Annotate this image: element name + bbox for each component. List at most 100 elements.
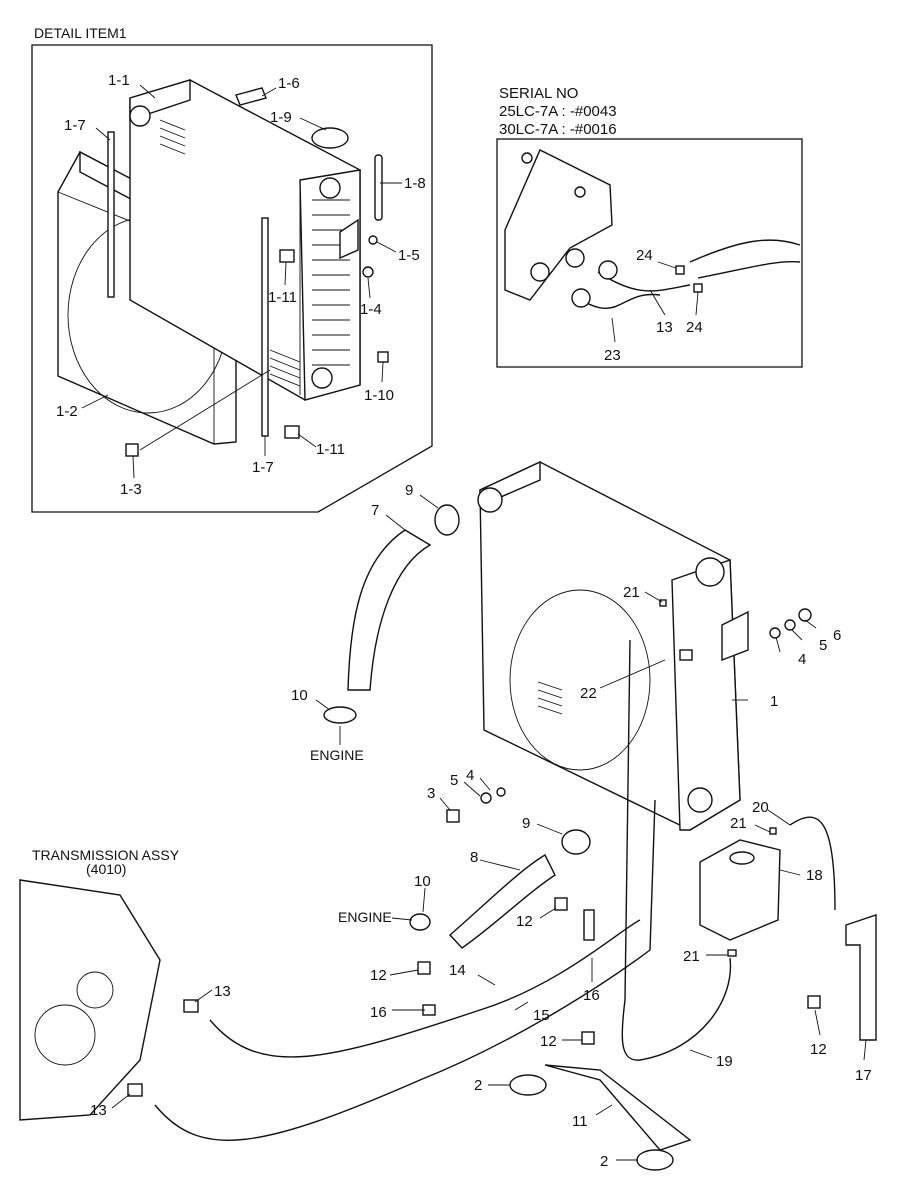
washer-icon — [362, 266, 374, 278]
label-6: 6 — [833, 627, 841, 644]
label-8: 8 — [470, 849, 478, 866]
bracket-icon — [544, 1064, 692, 1151]
fan-guard-icon — [107, 131, 115, 298]
label-12-c: 12 — [370, 967, 387, 984]
main-assembly: 9 7 21 6 5 4 1 22 10 4 5 3 9 21 20 18 8 … — [19, 460, 877, 1171]
clamp-icon — [693, 283, 703, 293]
label-1-3: 1-3 — [120, 481, 142, 498]
pressure-cap-icon — [311, 127, 349, 149]
serial-line1: 25LC-7A : -#0043 — [499, 103, 617, 120]
transmission-code: (4010) — [86, 861, 126, 877]
reserve-tank-icon — [699, 839, 781, 941]
serial-frame — [496, 138, 803, 368]
fitting-icon — [571, 288, 591, 308]
label-17: 17 — [855, 1067, 872, 1084]
oil-cooler-line-icon — [209, 919, 641, 1058]
detail-item1-panel: DETAIL ITEM1 — [31, 25, 433, 513]
label-13-lower: 13 — [90, 1102, 107, 1119]
label-14: 14 — [449, 962, 466, 979]
label-19: 19 — [716, 1053, 733, 1070]
label-16-right: 16 — [583, 987, 600, 1004]
label-18: 18 — [806, 867, 823, 884]
washer-icon — [496, 787, 506, 797]
label-23: 23 — [604, 347, 621, 364]
bolt-icon — [554, 897, 568, 911]
label-21-top: 21 — [623, 584, 640, 601]
fitting-icon — [679, 649, 693, 661]
label-4-right: 4 — [798, 651, 806, 668]
fan-guard-icon — [261, 217, 269, 437]
fitting-icon — [183, 999, 199, 1013]
label-13-upper: 13 — [214, 983, 231, 1000]
label-3: 3 — [427, 785, 435, 802]
bolt-icon — [125, 443, 139, 457]
label-20: 20 — [752, 799, 769, 816]
clamp-icon — [434, 504, 460, 536]
clamp-icon — [769, 827, 777, 835]
rubber-mount-icon — [509, 1074, 547, 1096]
label-1-4: 1-4 — [360, 301, 382, 318]
label-1-7-bottom: 1-7 — [252, 459, 274, 476]
label-24-b: 24 — [686, 319, 703, 336]
oil-cooler-line-icon — [597, 271, 691, 292]
label-21-mid: 21 — [730, 815, 747, 832]
clamp-icon — [583, 909, 595, 941]
label-1: 1 — [770, 693, 778, 710]
rubber-mount-icon — [636, 1149, 674, 1171]
bolt-icon — [417, 961, 431, 975]
label-16-left: 16 — [370, 1004, 387, 1021]
label-1-2: 1-2 — [56, 403, 78, 420]
main-leaders — [111, 494, 867, 1161]
label-9-mid: 9 — [522, 815, 530, 832]
hose-icon — [789, 816, 836, 911]
transmission-housing-icon — [19, 879, 161, 1121]
label-1-11-bottom: 1-11 — [316, 441, 345, 458]
radiator-icon — [477, 460, 749, 831]
engine-label-upper: ENGINE — [310, 747, 364, 763]
washer-icon — [480, 792, 492, 804]
label-15: 15 — [533, 1007, 550, 1024]
bracket-icon — [339, 218, 359, 260]
label-plate-icon — [235, 87, 267, 106]
label-11: 11 — [572, 1113, 588, 1130]
transmission-housing-icon — [504, 149, 613, 301]
hose-icon — [347, 529, 432, 691]
hose-icon — [374, 154, 383, 221]
label-1-6: 1-6 — [278, 75, 300, 92]
detail-frame — [31, 44, 433, 513]
label-5-mid: 5 — [450, 772, 458, 789]
nut-icon — [368, 235, 378, 245]
clamp-icon — [675, 265, 685, 275]
engine-label-lower: ENGINE — [338, 909, 392, 925]
pressure-cap-icon — [695, 557, 725, 587]
label-22: 22 — [580, 685, 597, 702]
clamp-icon — [561, 829, 591, 855]
label-10-top: 10 — [291, 687, 308, 704]
label-1-8: 1-8 — [404, 175, 426, 192]
label-1-11-top: 1-11 — [268, 289, 297, 306]
washer-icon — [769, 627, 781, 639]
label-1-9: 1-9 — [270, 109, 292, 126]
oil-cooler-line-icon — [154, 799, 656, 1141]
clamp-icon — [659, 599, 667, 607]
bracket-icon — [845, 914, 877, 1041]
label-4-mid: 4 — [466, 767, 474, 784]
clamp-icon — [377, 351, 389, 363]
hose-icon — [448, 854, 556, 949]
detail-labels: 1-1 1-6 1-7 1-9 1-8 1-5 1-11 1-4 1-2 1-1… — [56, 72, 426, 498]
serial-line2: 30LC-7A : -#0016 — [499, 121, 617, 138]
radiator-icon — [129, 79, 361, 401]
label-1-5: 1-5 — [398, 247, 420, 264]
label-1-1: 1-1 — [108, 72, 130, 89]
bolt-icon — [807, 995, 821, 1009]
serial-panel: SERIAL NO 25LC-7A : -#0043 30LC-7A : -#0… — [496, 85, 803, 368]
label-21-low: 21 — [683, 948, 700, 965]
clamp-icon — [323, 706, 357, 724]
label-9-top: 9 — [405, 482, 413, 499]
oil-cooler-line-icon — [577, 293, 661, 309]
hose-icon — [621, 639, 732, 1061]
bolt-icon — [581, 1031, 595, 1045]
serial-title: SERIAL NO — [499, 85, 578, 102]
label-12-a: 12 — [516, 913, 533, 930]
